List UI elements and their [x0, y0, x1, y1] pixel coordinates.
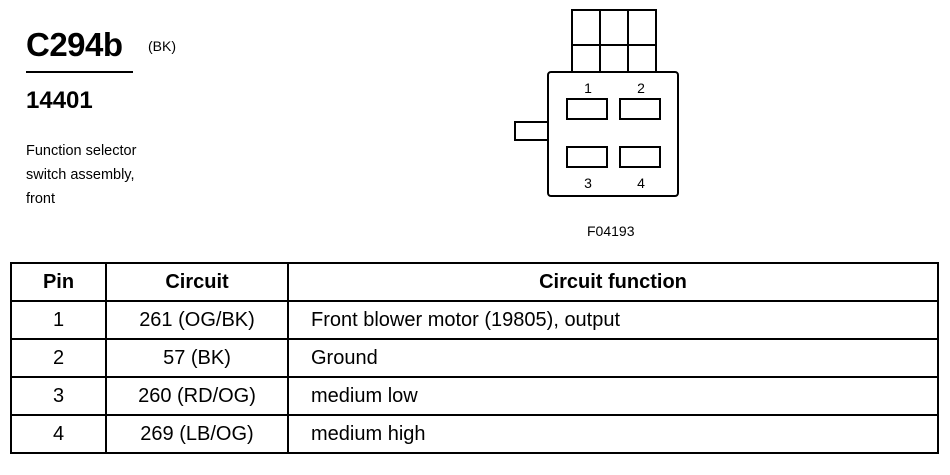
table-row: 3 260 (RD/OG) medium low [10, 376, 939, 416]
description-line: switch assembly, [26, 167, 135, 183]
circuit-cell: 260 (RD/OG) [105, 376, 289, 416]
title-underline [26, 71, 133, 73]
circuit-cell: 261 (OG/BK) [105, 300, 289, 340]
table-header-row: Pin Circuit Circuit function [10, 262, 939, 302]
function-cell: medium low [287, 376, 939, 416]
description-line: front [26, 191, 56, 207]
pin-label: 1 [584, 80, 592, 96]
figure-code: F04193 [587, 223, 635, 239]
connector-color-code: (BK) [148, 38, 176, 54]
component-description: Function selector switch assembly, front [26, 139, 196, 211]
pin-cavity [566, 146, 608, 168]
header-pin: Pin [10, 262, 107, 302]
table-row: 2 57 (BK) Ground [10, 338, 939, 378]
pin-cavity [619, 98, 661, 120]
wire-harness [571, 9, 657, 73]
pin-cavity [619, 146, 661, 168]
circuit-cell: 269 (LB/OG) [105, 414, 289, 454]
pin-label: 3 [584, 175, 592, 191]
function-cell: Front blower motor (19805), output [287, 300, 939, 340]
pin-label: 2 [637, 80, 645, 96]
description-line: Function selector [26, 143, 137, 159]
housing-outline [547, 71, 679, 197]
pin-label: 4 [637, 175, 645, 191]
pin-cavities [566, 98, 661, 168]
circuit-cell: 57 (BK) [105, 338, 289, 378]
header-circuit-function: Circuit function [287, 262, 939, 302]
connector-housing [514, 71, 679, 197]
connector-id: C294b [26, 26, 123, 63]
function-cell: Ground [287, 338, 939, 378]
function-cell: medium high [287, 414, 939, 454]
pin-cell: 3 [10, 376, 107, 416]
harness-block [571, 9, 657, 73]
pin-cell: 2 [10, 338, 107, 378]
pin-cavity [566, 98, 608, 120]
pinout-table: Pin Circuit Circuit function 1 261 (OG/B… [10, 262, 939, 454]
table-row: 4 269 (LB/OG) medium high [10, 414, 939, 454]
part-number: 14401 [26, 87, 93, 114]
locking-tab [514, 121, 549, 141]
pin-cell: 4 [10, 414, 107, 454]
connector-face-diagram: 1 2 3 4 [514, 9, 679, 197]
header-circuit: Circuit [105, 262, 289, 302]
pin-cell: 1 [10, 300, 107, 340]
table-row: 1 261 (OG/BK) Front blower motor (19805)… [10, 300, 939, 340]
